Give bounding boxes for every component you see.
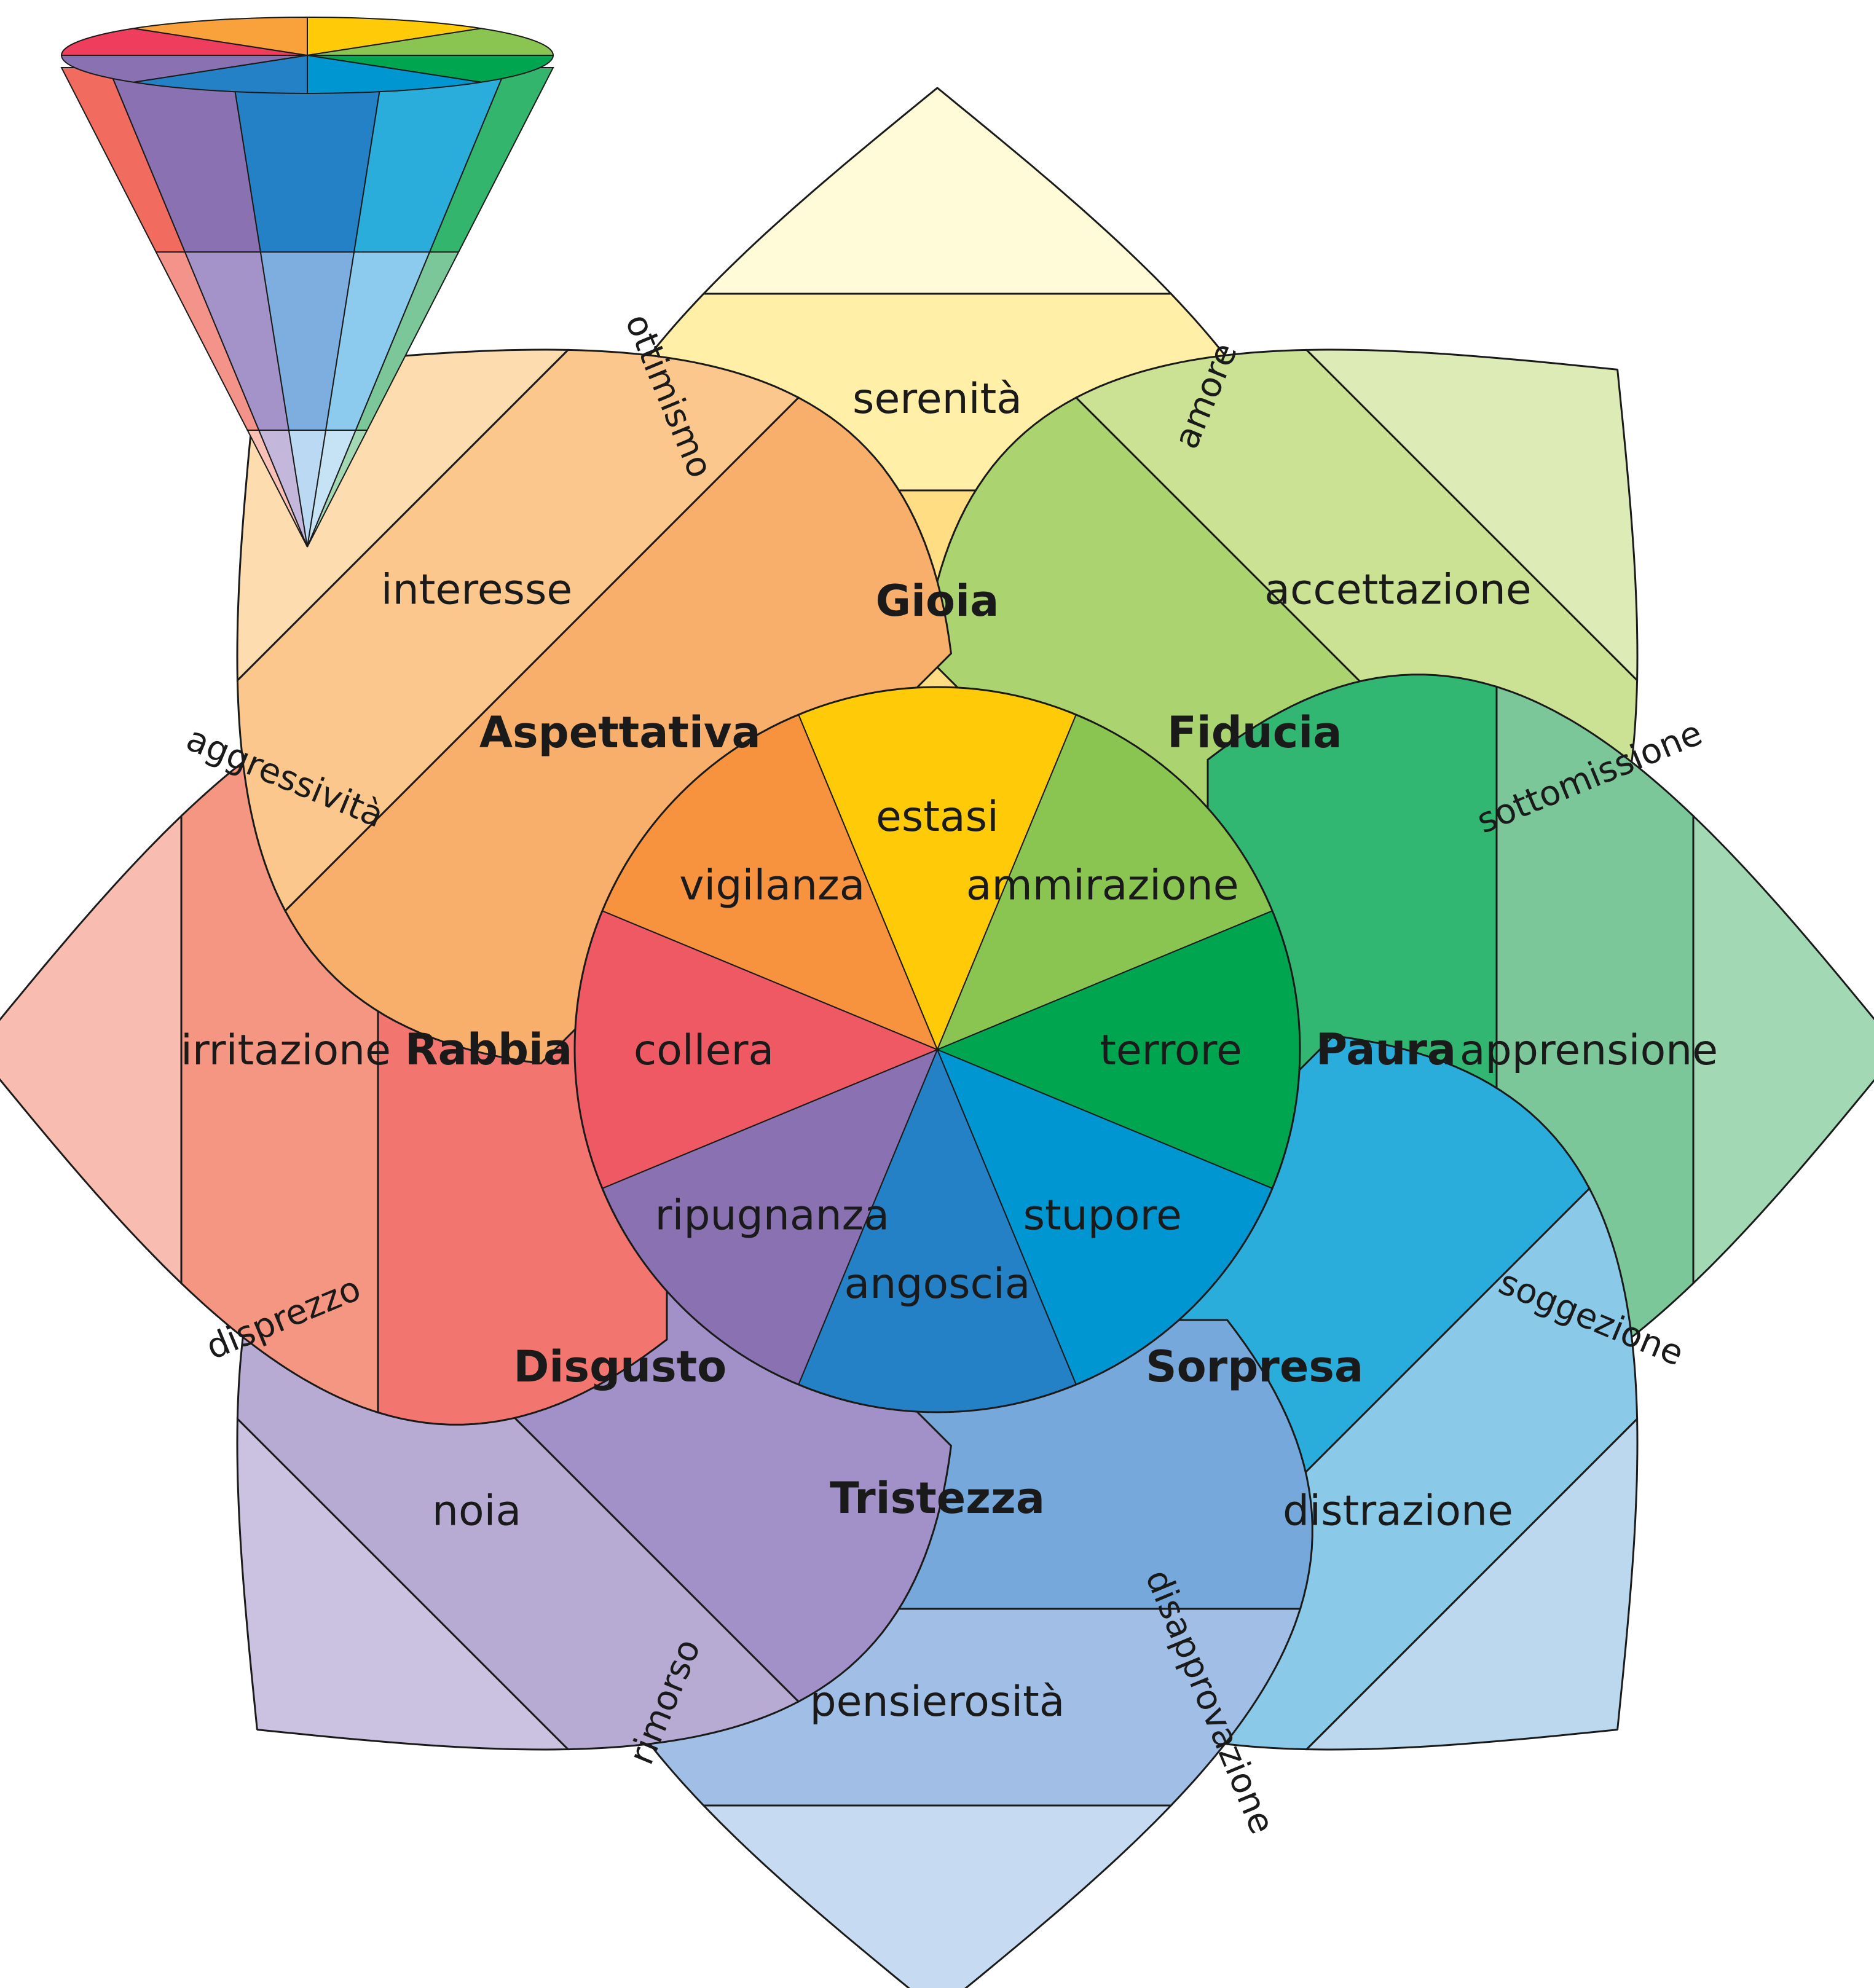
label-fear-core: terrore xyxy=(1100,1026,1242,1075)
label-anger-core: collera xyxy=(634,1026,774,1075)
cone-rim-wedge xyxy=(133,54,308,95)
label-trust-mid: Fiducia xyxy=(1167,707,1342,758)
cone-rim-wedge xyxy=(307,28,554,56)
label-surprise-core: stupore xyxy=(1023,1192,1182,1240)
emotion-petals xyxy=(0,87,1874,1988)
petal-band-trust-3 xyxy=(1304,348,1639,683)
label-disgust-outer: noia xyxy=(432,1487,521,1536)
label-sadness-core: angoscia xyxy=(844,1260,1031,1308)
label-surprise-mid: Sorpresa xyxy=(1146,1342,1363,1392)
emotion-core-disc xyxy=(573,686,1301,1413)
label-fear-outer: apprensione xyxy=(1460,1026,1718,1075)
label-sadness-outer: pensierosità xyxy=(810,1678,1065,1726)
label-anticipation-core: vigilanza xyxy=(679,861,865,910)
cone-rim-wedge xyxy=(60,55,308,83)
label-trust-outer: accettazione xyxy=(1264,566,1531,615)
emotion-labels: estasi Gioia serenità ammirazione Fiducia acc… xyxy=(181,375,1718,1726)
petal-band-surprise-3 xyxy=(1304,1416,1639,1751)
petal-band-joy-3 xyxy=(701,87,1173,295)
cone-rim-wedge xyxy=(133,16,308,57)
label-fear-mid: Paura xyxy=(1316,1024,1456,1075)
cone-rim-wedge xyxy=(60,28,308,56)
label-trust-core: ammirazione xyxy=(966,861,1239,910)
label-disgust-mid: Disgusto xyxy=(513,1342,726,1392)
label-joy-mid: Gioia xyxy=(876,576,999,626)
label-anger-mid: Rabbia xyxy=(405,1024,573,1075)
core-outline xyxy=(573,686,1301,1413)
label-joy-core: estasi xyxy=(876,793,999,841)
cone-segment xyxy=(307,430,369,548)
cone-rim-wedge xyxy=(307,55,554,83)
petal-band-disgust-3 xyxy=(236,1416,570,1751)
petal-band-sadness-3 xyxy=(701,1804,1173,1988)
label-anticipation-mid: Aspettativa xyxy=(479,707,761,758)
petal-band-fear-3 xyxy=(1692,814,1874,1286)
emotion-cone-3d xyxy=(60,16,554,548)
petal-band-anger-3 xyxy=(0,814,183,1286)
label-disgust-core: ripugnanza xyxy=(655,1192,890,1240)
label-joy-outer: serenità xyxy=(852,375,1022,423)
cone-rim-wedge xyxy=(307,54,481,95)
label-sadness-mid: Tristezza xyxy=(830,1473,1045,1523)
cone-rim-wedge xyxy=(307,16,481,57)
label-anger-outer: irritazione xyxy=(181,1026,391,1075)
label-surprise-outer: distrazione xyxy=(1283,1487,1513,1536)
label-anticipation-outer: interesse xyxy=(381,566,572,615)
